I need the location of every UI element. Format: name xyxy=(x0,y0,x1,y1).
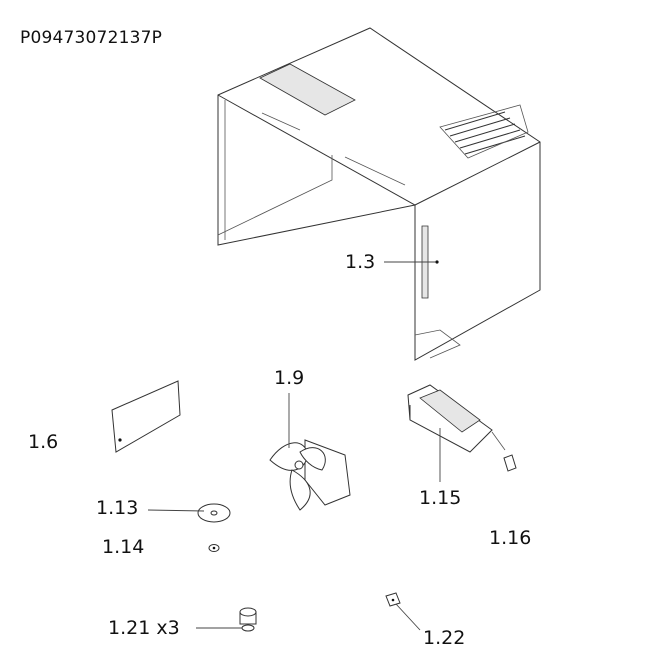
part-1-22-cap xyxy=(385,592,401,607)
leader-1-22 xyxy=(395,603,421,631)
part-1-13-washer xyxy=(197,503,231,523)
part-1-9-fan xyxy=(269,439,351,511)
part-1-14-nut xyxy=(208,544,220,552)
callout-1-14: 1.14 xyxy=(102,536,145,558)
callout-1-16: 1.16 xyxy=(489,527,532,549)
callout-1-22: 1.22 xyxy=(423,627,466,649)
leader-1-13 xyxy=(147,509,205,512)
callout-1-21: 1.21 x3 xyxy=(108,617,180,639)
part-1-16-clip xyxy=(503,454,517,472)
part-1-15-bracket xyxy=(407,384,506,453)
part-1-3-housing xyxy=(217,27,541,361)
callout-1-15: 1.15 xyxy=(419,487,462,509)
callout-1-13: 1.13 xyxy=(96,497,139,519)
drawing-code: P09473072137P xyxy=(20,28,163,48)
part-1-21-foot xyxy=(239,607,257,632)
callout-1-6: 1.6 xyxy=(28,431,59,453)
callout-1-9: 1.9 xyxy=(274,367,305,389)
part-1-6-cover-plate xyxy=(111,380,181,453)
callout-1-3: 1.3 xyxy=(345,251,376,273)
